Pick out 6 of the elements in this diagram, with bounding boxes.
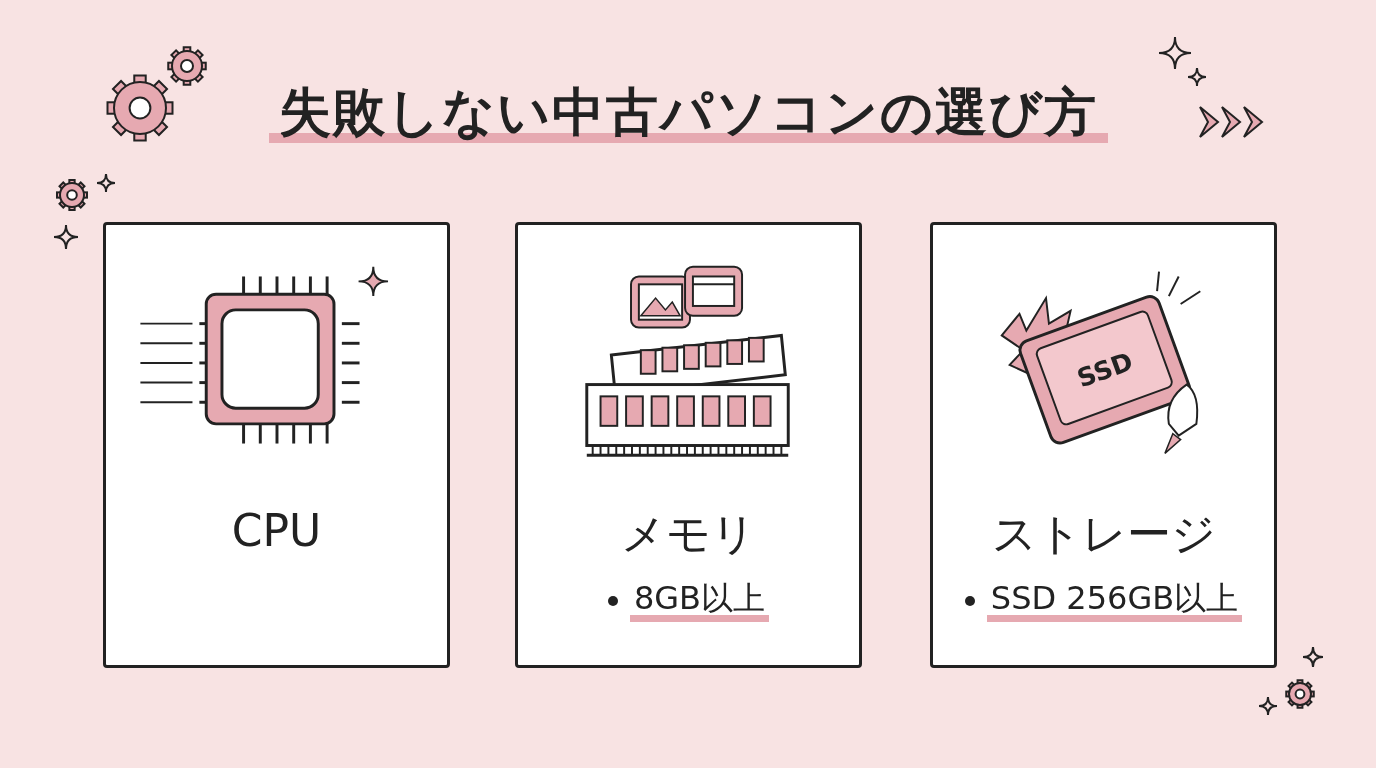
card-heading: ストレージ — [991, 508, 1216, 559]
card-heading: メモリ — [621, 508, 756, 559]
card-heading: CPU — [231, 505, 322, 556]
card — [930, 222, 1277, 668]
card — [103, 222, 450, 668]
card — [515, 222, 862, 668]
